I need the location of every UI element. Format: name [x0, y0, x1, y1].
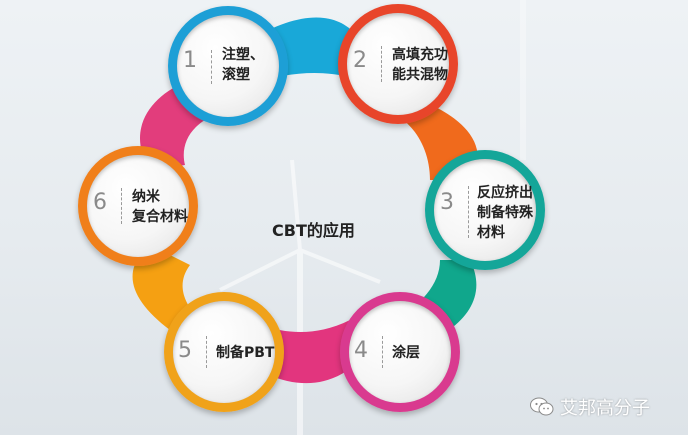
- node-4: 4 涂层: [340, 292, 460, 412]
- node-4-label-line-1: 涂层: [392, 345, 420, 361]
- node-1-divider: [211, 50, 212, 84]
- node-6-number: 6: [93, 190, 107, 215]
- node-6-divider: [121, 188, 122, 224]
- node-6-label-line-1: 纳米: [132, 189, 160, 205]
- center-title: CBT的应用: [272, 221, 355, 240]
- node-6-disc: [87, 155, 189, 257]
- node-2: 2 高填充功 能共混物: [338, 4, 458, 124]
- node-3: 3 反应挤出 制备特殊 材料: [425, 150, 545, 270]
- node-1-label-line-1: 注塑、: [222, 47, 264, 63]
- node-2-disc: [347, 13, 449, 115]
- node-3-number: 3: [440, 190, 454, 215]
- node-3-label-line-1: 反应挤出: [477, 185, 533, 201]
- node-2-label-line-2: 能共混物: [392, 67, 448, 83]
- node-3-disc: [434, 159, 536, 261]
- node-4-disc: [349, 301, 451, 403]
- node-1-disc: [177, 15, 279, 117]
- node-1-label-line-2: 滚塑: [222, 67, 250, 83]
- watermark: 艾邦高分子: [530, 392, 650, 422]
- node-4-number: 4: [354, 338, 368, 363]
- node-6: 6 纳米 复合材料: [78, 146, 198, 266]
- node-3-label-line-3: 材料: [477, 225, 505, 241]
- wechat-icon: [530, 396, 554, 418]
- watermark-text: 艾邦高分子: [560, 398, 650, 419]
- node-1-number: 1: [183, 48, 197, 73]
- node-2-number: 2: [353, 48, 367, 73]
- node-5: 5 制备PBT: [164, 292, 284, 412]
- node-1: 1 注塑、 滚塑: [168, 6, 288, 126]
- node-3-divider: [468, 186, 469, 238]
- node-5-disc: [173, 301, 275, 403]
- node-2-divider: [381, 46, 382, 82]
- node-2-label-line-1: 高填充功: [392, 47, 448, 63]
- node-6-label-line-2: 复合材料: [132, 209, 188, 225]
- node-4-divider: [382, 336, 383, 368]
- node-3-label-line-2: 制备特殊: [477, 205, 533, 221]
- node-5-number: 5: [178, 338, 192, 363]
- node-5-label-line-1: 制备PBT: [216, 345, 275, 361]
- node-5-divider: [206, 336, 207, 368]
